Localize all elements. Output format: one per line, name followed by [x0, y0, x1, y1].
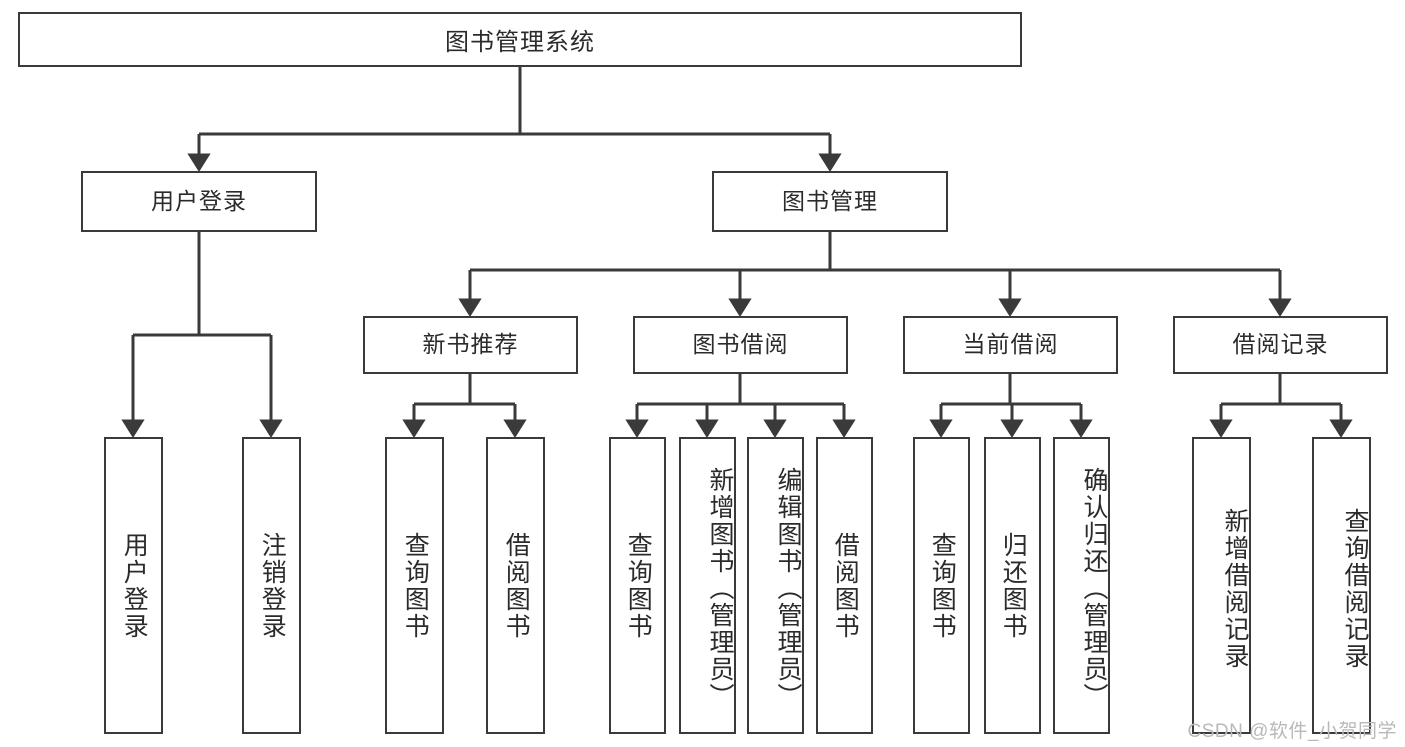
- node-book-borrow[interactable]: 图书借阅: [633, 316, 848, 374]
- node-root[interactable]: 图书管理系统: [18, 12, 1022, 67]
- node-leaf-add-book-admin[interactable]: 新增图书（管理员）: [679, 437, 736, 734]
- node-current-borrow[interactable]: 当前借阅: [903, 316, 1118, 374]
- node-book-manage[interactable]: 图书管理: [712, 171, 948, 232]
- node-leaf-edit-book-admin[interactable]: 编辑图书（管理员）: [747, 437, 804, 734]
- node-leaf-user-login[interactable]: 用户登录: [104, 437, 163, 734]
- node-leaf-query-book-current[interactable]: 查询图书: [913, 437, 970, 734]
- node-leaf-logout[interactable]: 注销登录: [242, 437, 301, 734]
- node-new-book-recommend[interactable]: 新书推荐: [363, 316, 578, 374]
- node-leaf-query-book-new[interactable]: 查询图书: [385, 437, 444, 734]
- node-leaf-return-book[interactable]: 归还图书: [984, 437, 1041, 734]
- node-leaf-borrow-book-new[interactable]: 借阅图书: [486, 437, 545, 734]
- node-leaf-confirm-return-admin[interactable]: 确认归还（管理员）: [1053, 437, 1110, 734]
- node-user-login[interactable]: 用户登录: [81, 171, 317, 232]
- node-leaf-query-borrow-record[interactable]: 查询借阅记录: [1312, 437, 1371, 734]
- node-borrow-record[interactable]: 借阅记录: [1173, 316, 1388, 374]
- node-leaf-add-borrow-record[interactable]: 新增借阅记录: [1192, 437, 1251, 734]
- node-leaf-query-book-borrow[interactable]: 查询图书: [609, 437, 666, 734]
- node-leaf-borrow-book[interactable]: 借阅图书: [816, 437, 873, 734]
